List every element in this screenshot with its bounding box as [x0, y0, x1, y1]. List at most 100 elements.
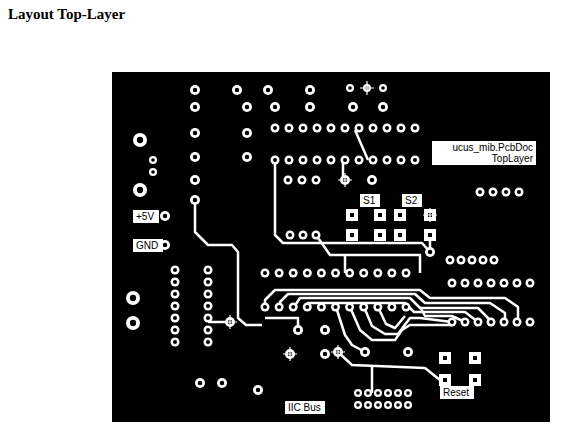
pad [285, 156, 294, 165]
pad-hole [362, 271, 366, 275]
pad-ring [487, 279, 496, 288]
pad-ring [403, 347, 413, 357]
pad-hole [245, 131, 250, 136]
pad [190, 152, 200, 162]
pad [487, 279, 496, 288]
pad-hole [329, 158, 333, 162]
pad-ring [190, 175, 200, 185]
pad-ring [204, 302, 213, 311]
pad-hole [323, 352, 328, 357]
pad-hole [193, 88, 198, 93]
square-pad-body [469, 374, 481, 386]
pad [345, 269, 354, 278]
label-text: Reset [443, 387, 471, 398]
pad-ring [317, 303, 326, 312]
pad-hole [428, 250, 433, 255]
pad-hole [163, 243, 168, 248]
pad-hole [376, 391, 380, 395]
pad-hole [319, 271, 323, 275]
pad [374, 389, 382, 397]
pad-ring [474, 318, 483, 327]
pad-ring [312, 176, 321, 185]
pad [425, 247, 435, 257]
square-pad-body [424, 229, 436, 241]
pad-ring [190, 85, 200, 95]
pad-ring [355, 124, 364, 133]
pad [289, 269, 298, 278]
pad [149, 156, 157, 164]
pad-hole [450, 281, 454, 285]
pad-hole [385, 158, 389, 162]
pad [242, 152, 252, 162]
pad [133, 183, 147, 197]
pad-hole [173, 268, 177, 272]
pad-hole [193, 198, 198, 203]
pad-ring [242, 128, 252, 138]
pad-hole [263, 271, 267, 275]
pad [298, 176, 307, 185]
pad [190, 85, 200, 95]
pad [461, 279, 470, 288]
trace [265, 290, 518, 322]
pad-ring [383, 156, 392, 165]
pad [355, 156, 364, 165]
pad-ring [346, 84, 354, 92]
pad [171, 278, 180, 287]
pad-hole [404, 305, 408, 309]
label-text: +5V [136, 211, 156, 222]
pad [149, 168, 157, 176]
pad [373, 269, 382, 278]
pad-ring [341, 124, 350, 133]
square-pad [439, 374, 451, 386]
pad [487, 318, 496, 327]
pad-ring [217, 378, 227, 388]
pad-hole [305, 305, 309, 309]
pad [305, 102, 315, 112]
pad-ring [327, 156, 336, 165]
pad-ring [171, 326, 180, 335]
pad [261, 303, 270, 312]
pad-ring [299, 156, 308, 165]
pad-hole [287, 126, 291, 130]
pad-ring [190, 152, 200, 162]
pad-ring [387, 269, 396, 278]
pad-ring [312, 231, 321, 240]
pad-ring [204, 278, 213, 287]
pad-hole [370, 178, 375, 183]
pad-hole [378, 213, 382, 217]
pad-ring [364, 401, 372, 409]
pad-ring [126, 291, 140, 305]
pad-hole [356, 391, 360, 395]
pad-hole [286, 178, 290, 182]
pad-ring [313, 156, 322, 165]
pad-ring [364, 389, 372, 397]
pad-hole [245, 155, 250, 160]
pad [204, 266, 213, 275]
pad-hole [235, 88, 240, 93]
pad-hole [206, 316, 210, 320]
pad-hole [277, 305, 281, 309]
pad-ring [271, 124, 280, 133]
pad [489, 188, 498, 197]
pad-hole [390, 305, 394, 309]
pad [457, 256, 466, 265]
pad-ring [126, 316, 140, 330]
pad [354, 389, 362, 397]
pad [374, 401, 382, 409]
pad-hole [173, 316, 177, 320]
pad [204, 326, 213, 335]
pad-ring [305, 102, 315, 112]
pad [171, 314, 180, 323]
pad-hole [137, 137, 143, 143]
pad [303, 303, 312, 312]
pad-hole [287, 158, 291, 162]
square-pad [346, 229, 358, 241]
pad [286, 231, 295, 240]
pad [500, 318, 509, 327]
pad-hole [256, 388, 261, 393]
pad-hole [515, 281, 519, 285]
pad-ring [513, 318, 522, 327]
pad-hole [396, 391, 400, 395]
pad [305, 85, 315, 95]
